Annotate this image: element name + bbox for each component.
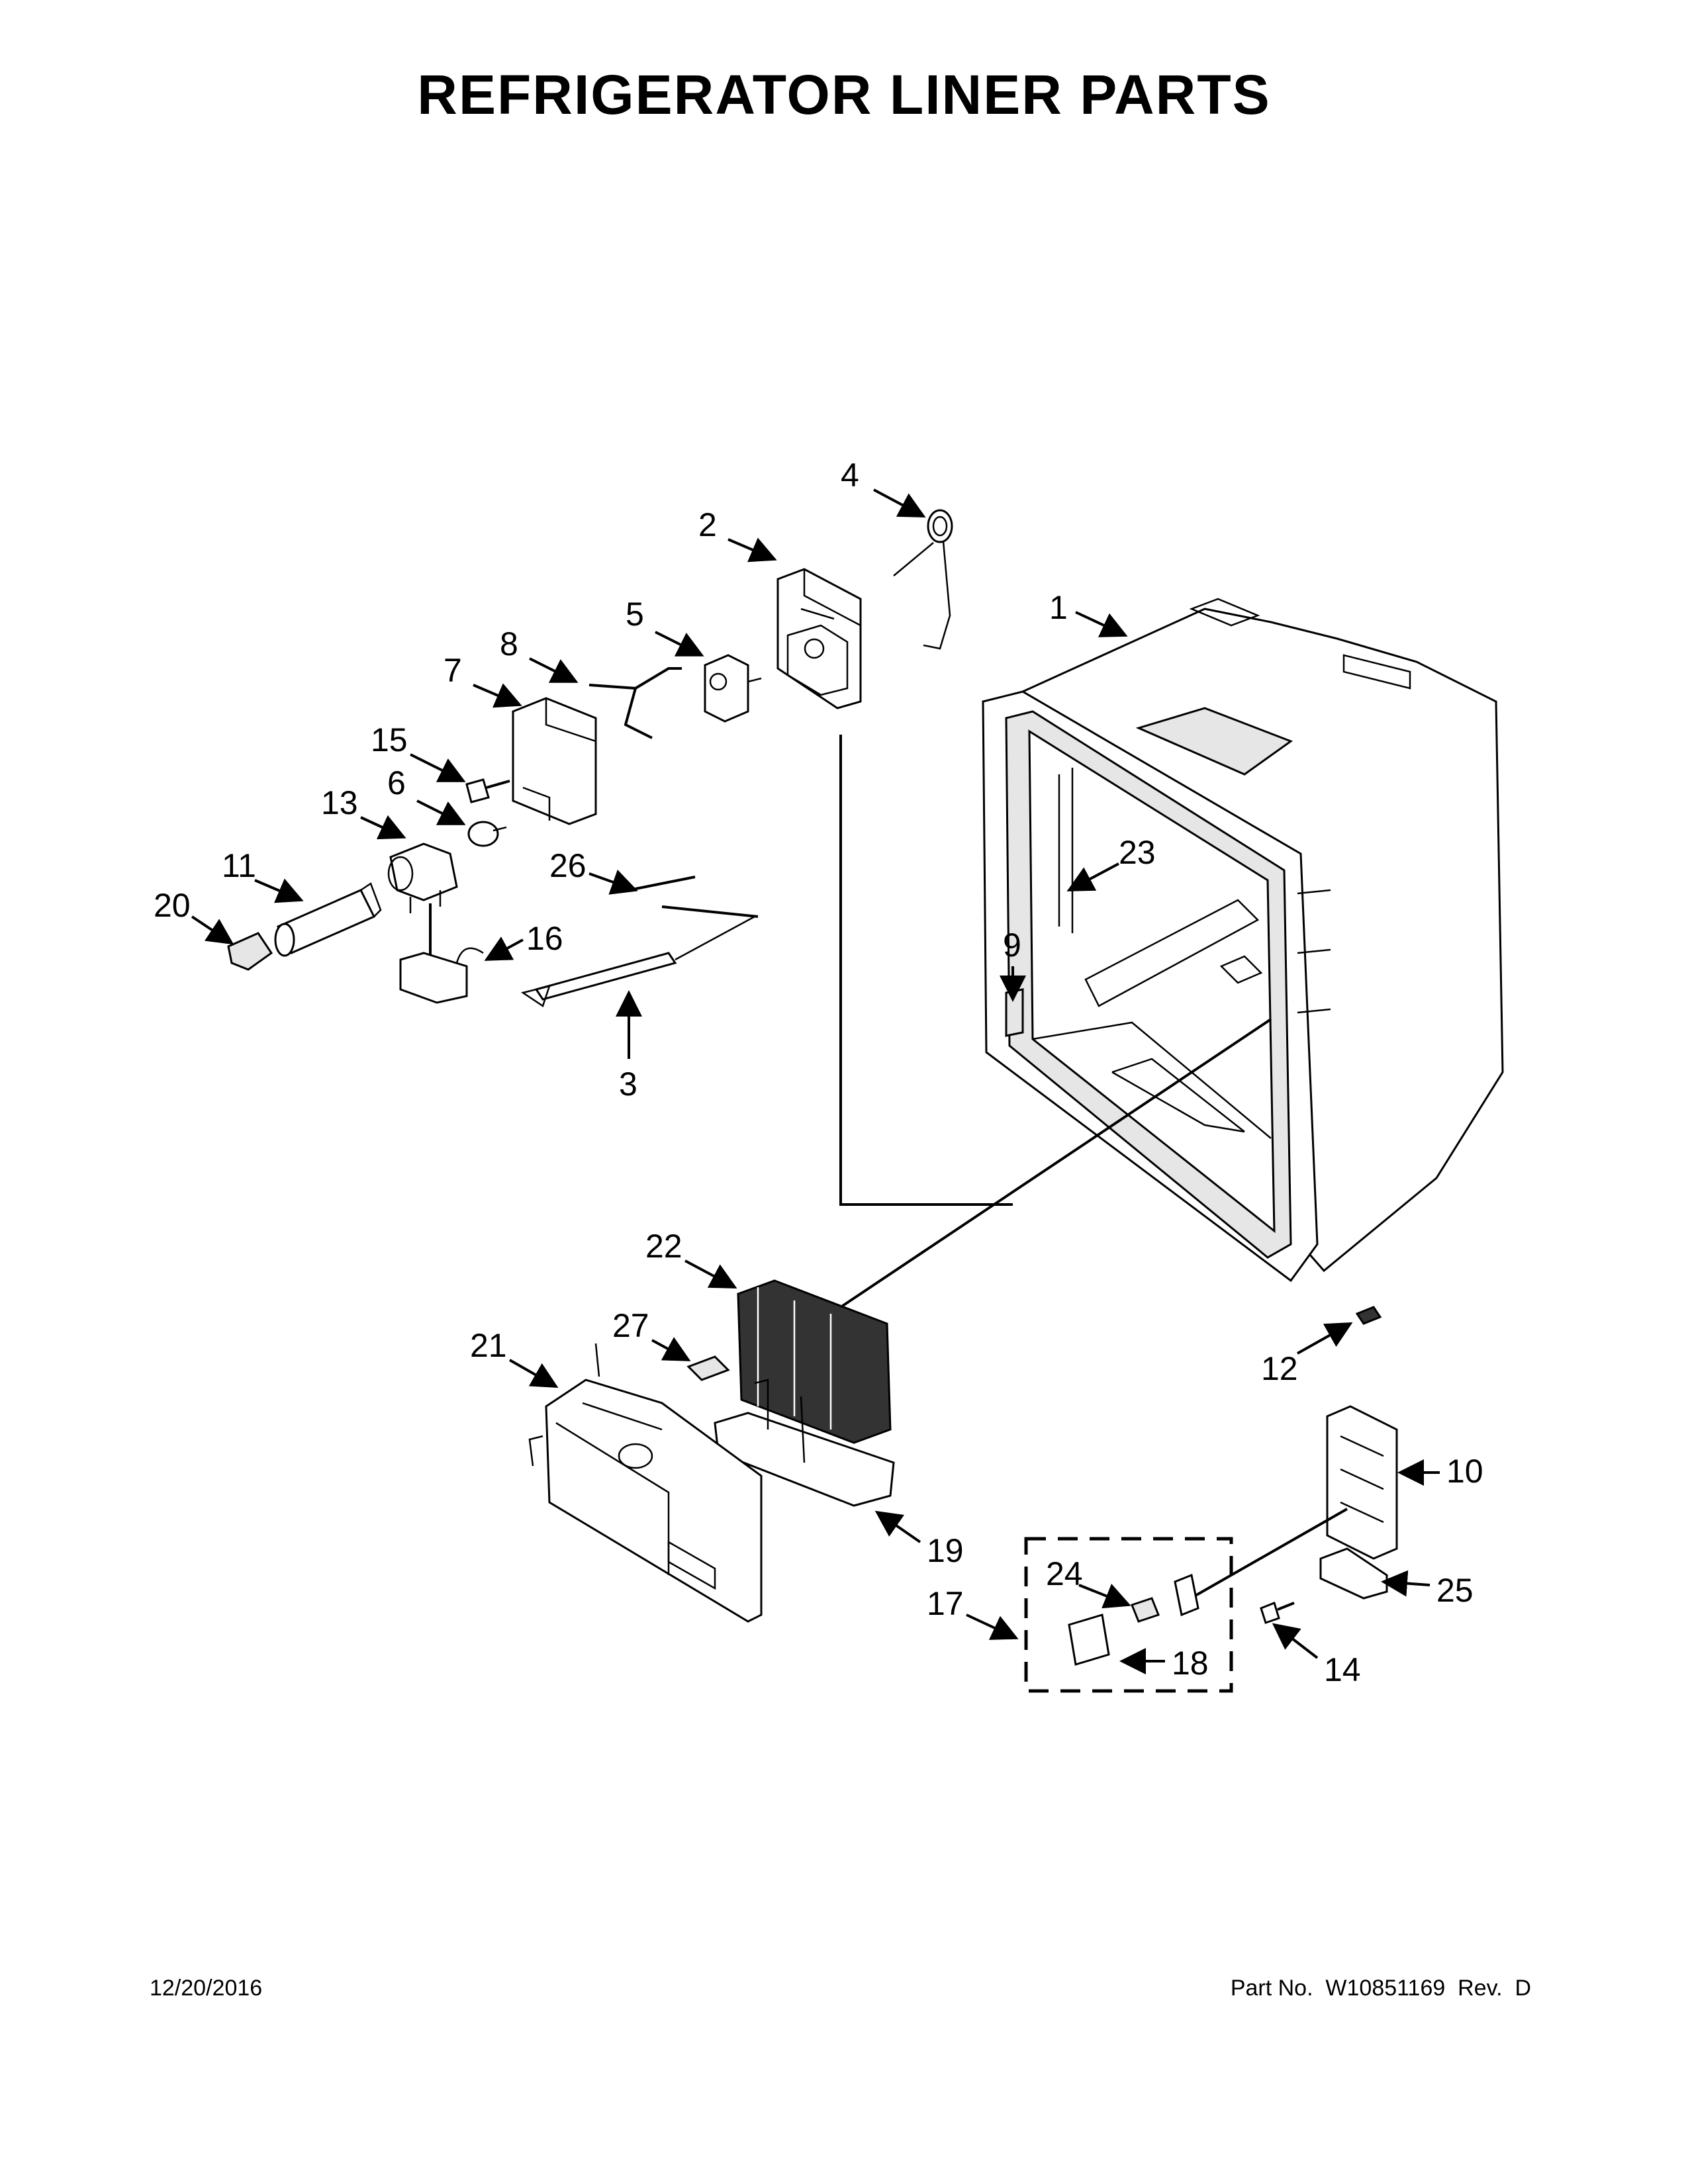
page-title: REFRIGERATOR LINER PARTS — [417, 64, 1271, 126]
svg-text:7: 7 — [444, 652, 462, 689]
svg-text:1: 1 — [1049, 589, 1068, 626]
svg-text:18: 18 — [1172, 1645, 1209, 1682]
clip-part-12 — [1355, 1306, 1382, 1325]
callout-14: 14 — [1272, 1623, 1361, 1688]
svg-text:21: 21 — [470, 1327, 507, 1364]
callout-20: 20 — [154, 887, 234, 945]
callout-24: 24 — [1046, 1555, 1131, 1609]
evaporator-part-22 — [737, 1018, 1272, 1444]
callout-8: 8 — [500, 625, 579, 683]
filter-head-part-13 — [387, 842, 458, 913]
part-24 — [1131, 1597, 1160, 1623]
svg-text:6: 6 — [387, 764, 406, 801]
svg-text:2: 2 — [698, 506, 717, 543]
callout-26: 26 — [549, 847, 638, 895]
water-filter-part-11 — [274, 882, 382, 957]
thermistor-part-4 — [893, 509, 953, 650]
svg-text:12: 12 — [1261, 1350, 1298, 1387]
svg-text:23: 23 — [1119, 834, 1156, 871]
footer-date: 12/20/2016 — [150, 1976, 263, 2001]
svg-text:19: 19 — [927, 1532, 964, 1569]
callout-6: 6 — [387, 764, 466, 825]
callout-5: 5 — [626, 596, 704, 657]
filter-cap-part-20 — [227, 932, 273, 971]
svg-text:17: 17 — [927, 1585, 964, 1622]
callout-27: 27 — [612, 1307, 691, 1361]
svg-text:27: 27 — [612, 1307, 649, 1344]
leader-line-2 — [839, 735, 1013, 1206]
callout-18: 18 — [1119, 1645, 1209, 1682]
callout-19: 19 — [874, 1510, 964, 1569]
callout-17: 17 — [927, 1585, 1019, 1640]
svg-text:4: 4 — [841, 457, 859, 494]
svg-text:5: 5 — [626, 596, 644, 633]
callout-7: 7 — [444, 652, 522, 708]
fitting-part-6 — [467, 821, 507, 847]
foam-part-27 — [686, 1355, 730, 1381]
heater-part-3-26 — [520, 876, 759, 1007]
panel-part-21 — [528, 1343, 763, 1623]
callout-10: 10 — [1397, 1453, 1483, 1490]
callout-4: 4 — [841, 457, 926, 518]
cover-part-7 — [512, 697, 597, 825]
svg-text:15: 15 — [371, 721, 408, 758]
callout-25: 25 — [1381, 1570, 1474, 1609]
footer-part-number: Part No. W10851169 Rev. D — [1230, 1976, 1531, 2001]
svg-text:8: 8 — [500, 625, 518, 662]
callout-12: 12 — [1261, 1322, 1353, 1387]
valve-part-5 — [704, 654, 762, 723]
callout-9: 9 — [1000, 927, 1026, 1002]
callout-16: 16 — [484, 920, 563, 961]
part-18-b — [1068, 1614, 1110, 1666]
callout-13: 13 — [321, 784, 406, 840]
svg-text:13: 13 — [321, 784, 358, 821]
screw-part-15 — [465, 778, 510, 803]
callout-1: 1 — [1049, 589, 1128, 637]
svg-text:22: 22 — [645, 1228, 682, 1265]
svg-text:11: 11 — [222, 847, 256, 884]
callout-21: 21 — [470, 1327, 559, 1388]
screw-part-14 — [1260, 1602, 1295, 1624]
kit-part-17 — [1024, 1537, 1233, 1693]
control-housing-part-10 — [1184, 1405, 1398, 1603]
svg-text:14: 14 — [1324, 1651, 1361, 1688]
tube-part-8 — [588, 667, 682, 739]
svg-text:10: 10 — [1446, 1453, 1483, 1490]
svg-text:20: 20 — [154, 887, 191, 924]
callout-11: 11 — [222, 847, 304, 903]
callout-22: 22 — [645, 1228, 737, 1289]
svg-text:16: 16 — [526, 920, 563, 957]
callout-15: 15 — [371, 721, 466, 782]
callout-2: 2 — [698, 506, 777, 563]
part-18-a — [1174, 1573, 1199, 1617]
callout-3: 3 — [616, 990, 642, 1103]
svg-text:24: 24 — [1046, 1555, 1083, 1592]
callout-23: 23 — [1066, 834, 1156, 891]
liner-part-1 — [982, 598, 1504, 1283]
svg-text:26: 26 — [549, 847, 586, 884]
svg-text:9: 9 — [1003, 927, 1021, 964]
housing-part-2 — [776, 568, 862, 709]
svg-text:25: 25 — [1436, 1572, 1474, 1609]
svg-text:3: 3 — [619, 1066, 637, 1103]
bracket-part-16 — [399, 903, 484, 1004]
